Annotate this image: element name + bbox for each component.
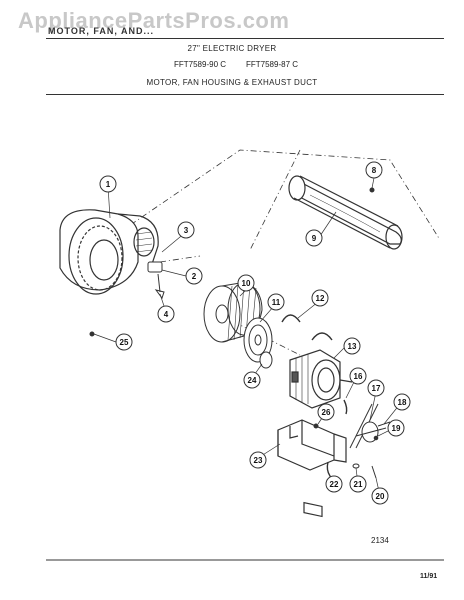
callout-23: 23	[249, 451, 267, 469]
revision-date: 11/91	[420, 573, 438, 580]
drive-motor	[289, 349, 353, 409]
svg-text:25: 25	[120, 338, 129, 347]
svg-text:9: 9	[312, 234, 317, 243]
header-rule-bottom	[46, 94, 444, 95]
idler-assembly	[343, 399, 391, 449]
callout-8: 8	[365, 161, 383, 179]
callout-13: 13	[343, 337, 361, 355]
callouts: 1 2 3 4 8 9 10 11 12 13 16 17 18 19 20 2…	[99, 161, 411, 505]
svg-text:20: 20	[376, 492, 385, 501]
figure-number: 2134	[371, 536, 389, 545]
svg-text:18: 18	[398, 398, 407, 407]
svg-text:17: 17	[372, 384, 381, 393]
svg-text:19: 19	[392, 424, 401, 433]
callout-20: 20	[371, 487, 389, 505]
callout-16: 16	[349, 367, 367, 385]
mount-screw	[313, 423, 319, 429]
duct-clip	[147, 261, 165, 300]
model-number-a: FFT7589-90 C	[174, 60, 227, 69]
svg-text:26: 26	[322, 408, 331, 417]
svg-text:2: 2	[192, 272, 197, 281]
blower-housing	[59, 209, 159, 295]
exhaust-duct	[288, 175, 403, 250]
svg-text:13: 13	[348, 342, 357, 351]
svg-text:8: 8	[372, 166, 377, 175]
svg-text:10: 10	[242, 279, 251, 288]
svg-text:4: 4	[164, 310, 169, 319]
duct-screw	[369, 187, 375, 193]
bearing	[259, 351, 273, 369]
callout-10: 10	[237, 274, 255, 292]
callout-26: 26	[317, 403, 335, 421]
svg-text:11: 11	[272, 298, 281, 307]
watermark: AppliancePartsPros.com	[18, 8, 290, 33]
svg-text:16: 16	[354, 372, 363, 381]
svg-text:23: 23	[254, 456, 263, 465]
callout-4: 4	[157, 305, 175, 323]
callout-11: 11	[267, 293, 285, 311]
header-rule-top	[46, 38, 444, 39]
callout-3: 3	[177, 221, 195, 239]
callout-25: 25	[115, 333, 133, 351]
housing-screw	[89, 331, 95, 337]
svg-text:3: 3	[184, 226, 189, 235]
callout-24: 24	[243, 371, 261, 389]
callout-17: 17	[367, 379, 385, 397]
callout-1: 1	[99, 175, 117, 193]
callout-9: 9	[305, 229, 323, 247]
callout-12: 12	[311, 289, 329, 307]
model-number-b: FFT7589-87 C	[246, 60, 299, 69]
motor-clamps	[281, 314, 333, 341]
svg-text:12: 12	[316, 294, 325, 303]
svg-text:24: 24	[248, 376, 257, 385]
callout-22: 22	[325, 475, 343, 493]
svg-text:1: 1	[106, 180, 111, 189]
motor-mount	[277, 419, 347, 518]
svg-text:22: 22	[330, 480, 339, 489]
section-header: MOTOR, FAN, AND...	[48, 26, 155, 36]
callout-19: 19	[387, 419, 405, 437]
svg-text:21: 21	[354, 480, 363, 489]
page-title: 27" ELECTRIC DRYER	[187, 44, 277, 53]
assembly-lines	[119, 149, 441, 356]
callout-2: 2	[185, 267, 203, 285]
callout-21: 21	[349, 475, 367, 493]
callout-18: 18	[393, 393, 411, 411]
seal-disc	[243, 317, 273, 363]
page-subtitle: MOTOR, FAN HOUSING & EXHAUST DUCT	[146, 78, 318, 87]
